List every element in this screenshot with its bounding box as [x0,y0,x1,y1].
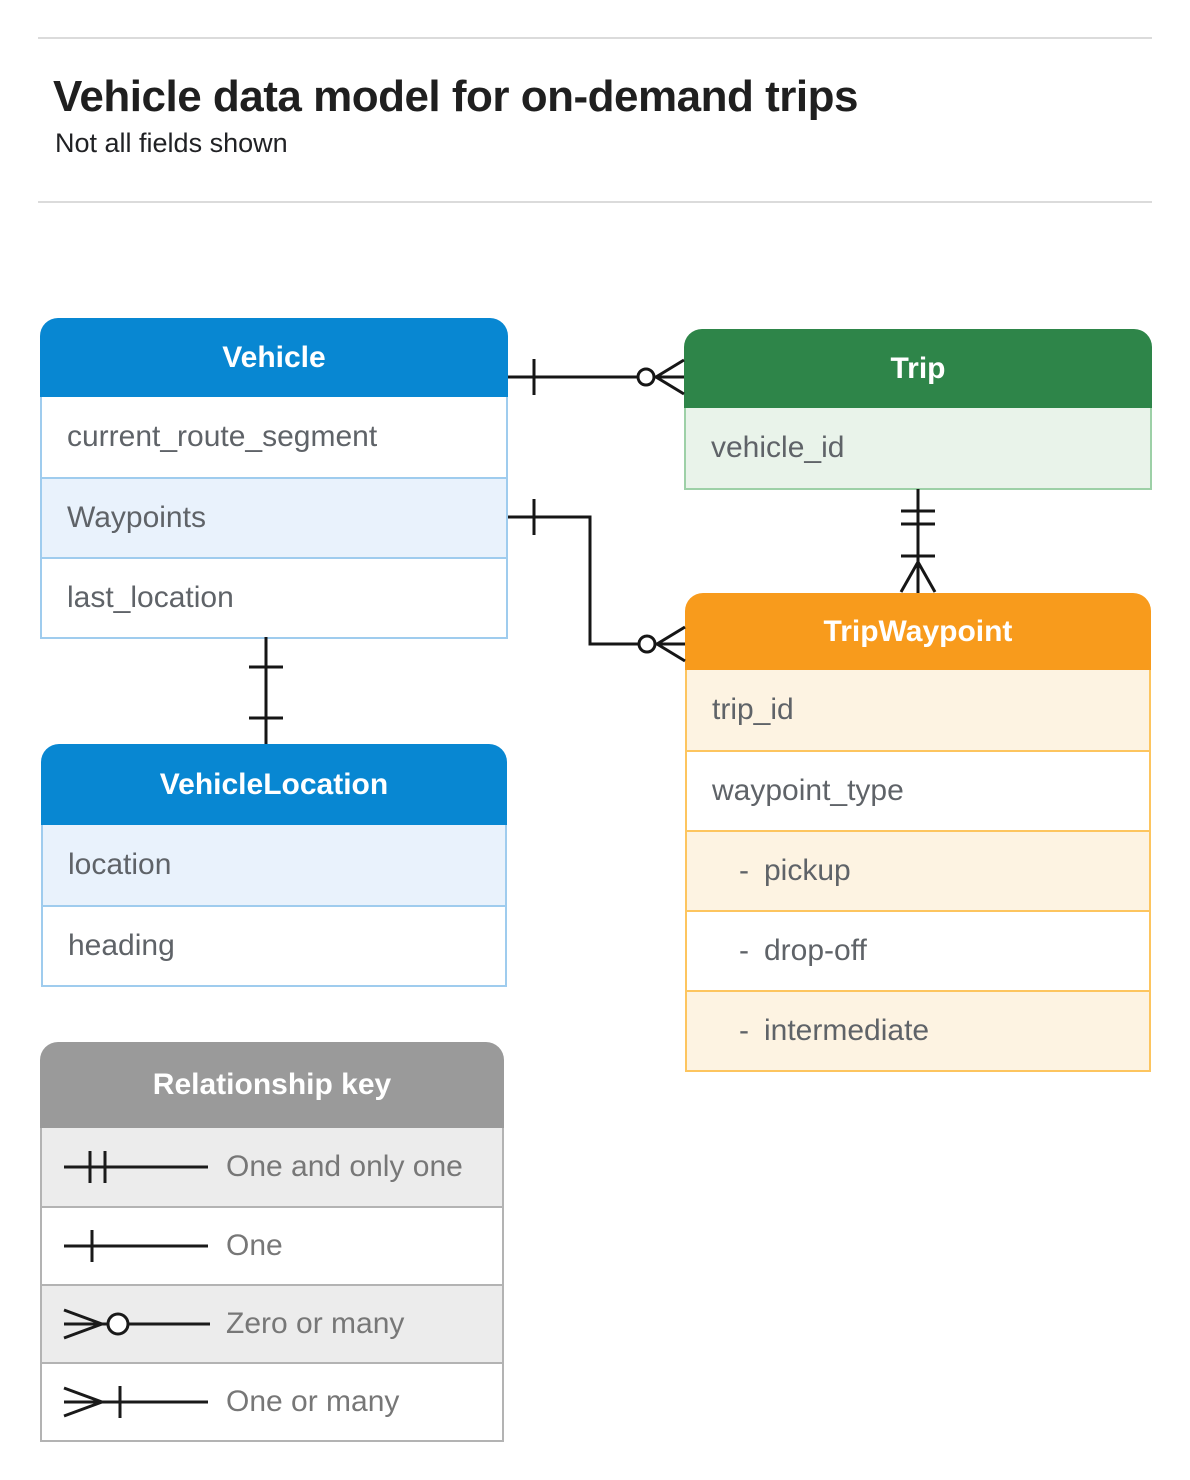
top-divider [38,37,1152,39]
field-row: heading [43,905,505,985]
enum-dash: - [739,1014,749,1047]
key-label: One or many [226,1385,400,1418]
field-label: last_location [67,581,234,614]
key-row: Zero or many [42,1284,502,1362]
entity-body: vehicle_id [684,408,1152,490]
field-row: Waypoints [42,477,506,557]
entity-header-vehicle: Vehicle [40,318,508,397]
field-label: pickup [764,854,851,887]
key-label: Zero or many [226,1307,405,1340]
key-row: One [42,1206,502,1284]
enum-dash: - [739,854,749,887]
key-label: One and only one [226,1150,463,1183]
field-label: current_route_segment [67,420,378,453]
one-or-many-icon [63,1386,208,1418]
field-row-enum-value: - drop-off [687,910,1149,990]
entity-body: trip_id waypoint_type - pickup - drop-of… [685,670,1151,1072]
field-label: drop-off [764,934,867,967]
key-row: One or many [42,1362,502,1440]
entity-body: current_route_segment Waypoints last_loc… [40,397,508,639]
entity-table-vehicle: Vehicle current_route_segment Waypoints … [40,318,508,639]
entity-header-vehiclelocation: VehicleLocation [41,744,507,825]
trip-tripwaypoint-connector [899,489,937,593]
relationship-key-body: One and only one One Zero or many [40,1128,504,1442]
entity-title: Trip [890,351,946,385]
relationship-key-table: Relationship key One and only one One [40,1042,504,1442]
field-label: Waypoints [67,501,206,534]
entity-title: Vehicle [222,340,326,374]
entity-table-tripwaypoint: TripWaypoint trip_id waypoint_type - pic… [685,593,1151,1072]
relationship-key-header: Relationship key [40,1042,504,1128]
one-and-only-one-icon [64,1151,208,1183]
field-row: location [43,825,505,905]
header-divider [38,201,1152,203]
waypoints-tripwaypoint-connector [508,499,686,663]
entity-header-trip: Trip [684,329,1152,408]
field-row: waypoint_type [687,750,1149,830]
entity-table-trip: Trip vehicle_id [684,329,1152,490]
field-label: waypoint_type [712,774,904,807]
page-title: Vehicle data model for on-demand trips [53,72,858,121]
field-row-enum-value: - intermediate [687,990,1149,1070]
key-label: One [226,1229,283,1262]
entity-body: location heading [41,825,507,987]
zero-or-many-icon [63,1308,210,1340]
key-row: One and only one [42,1128,502,1206]
entity-header-tripwaypoint: TripWaypoint [685,593,1151,670]
entity-table-vehiclelocation: VehicleLocation location heading [41,744,507,987]
field-row: trip_id [687,670,1149,750]
field-row: last_location [42,557,506,637]
field-row: vehicle_id [686,408,1150,488]
field-label: location [68,848,172,881]
entity-title: VehicleLocation [159,767,389,801]
enum-dash: - [739,934,749,967]
field-label: heading [68,929,175,962]
one-icon [64,1230,208,1262]
field-label: intermediate [764,1014,930,1047]
field-label: vehicle_id [711,431,845,464]
entity-title: TripWaypoint [823,614,1013,648]
vehicle-vehiclelocation-connector [249,637,283,744]
field-label: trip_id [712,693,794,726]
page-subtitle: Not all fields shown [55,128,288,158]
field-row: current_route_segment [42,397,506,477]
field-row-enum-value: - pickup [687,830,1149,910]
relationship-key-title: Relationship key [152,1068,392,1101]
vehicle-trip-connector [508,358,685,396]
